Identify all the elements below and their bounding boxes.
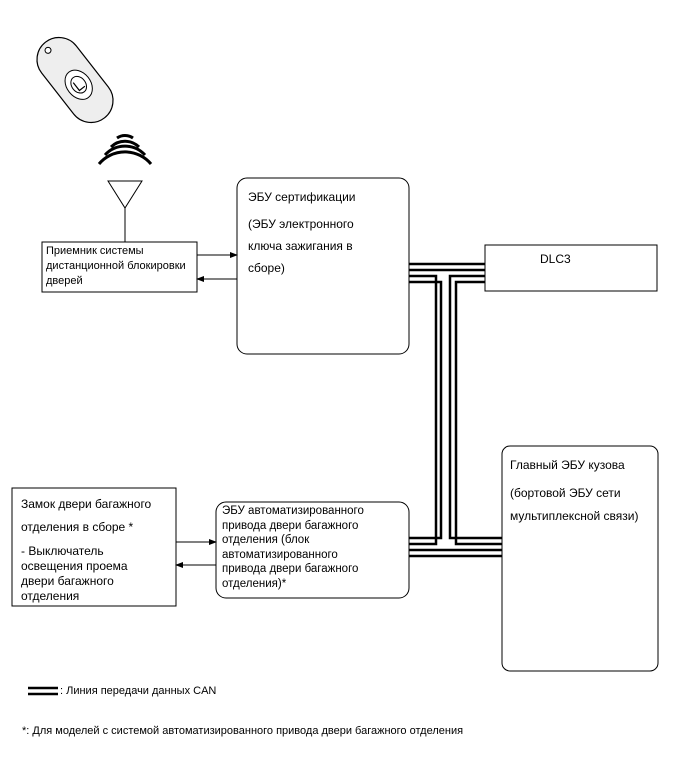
back-door-lock-title: Замок двери багажного отделения в сборе … <box>21 497 152 534</box>
key-fob-icon <box>36 36 114 124</box>
radio-waves-icon <box>97 133 153 165</box>
certification-ecu-box <box>236 177 410 355</box>
door-lock-receiver-box <box>41 241 198 293</box>
certification-ecu-title: ЭБУ сертификации <box>248 190 356 204</box>
can-legend-symbol <box>28 686 58 696</box>
main-body-ecu-subtitle: (бортовой ЭБУ сети мультиплексной связи) <box>510 486 639 523</box>
dlc3-box <box>484 244 658 292</box>
door-lock-receiver-label: Приемник системы дистанционной блокировк… <box>46 245 186 287</box>
back-door-lock-box <box>11 487 177 607</box>
antenna-icon <box>107 180 143 242</box>
certification-ecu-subtitle: (ЭБУ электронного ключа зажигания в сбор… <box>248 217 354 275</box>
back-door-lock-subtitle: - Выключатель освещения проема двери баг… <box>21 544 128 603</box>
power-back-door-ecu-label: ЭБУ автоматизированного привода двери ба… <box>222 505 364 590</box>
can-legend-label: : Линия передачи данных CAN <box>60 685 217 697</box>
dlc3-label: DLC3 <box>540 252 571 266</box>
footnote: *: Для моделей с системой автоматизирова… <box>22 725 464 737</box>
main-body-ecu-title: Главный ЭБУ кузова <box>510 458 625 472</box>
can-bus-lines <box>409 262 502 558</box>
main-body-ecu-box <box>501 445 659 672</box>
